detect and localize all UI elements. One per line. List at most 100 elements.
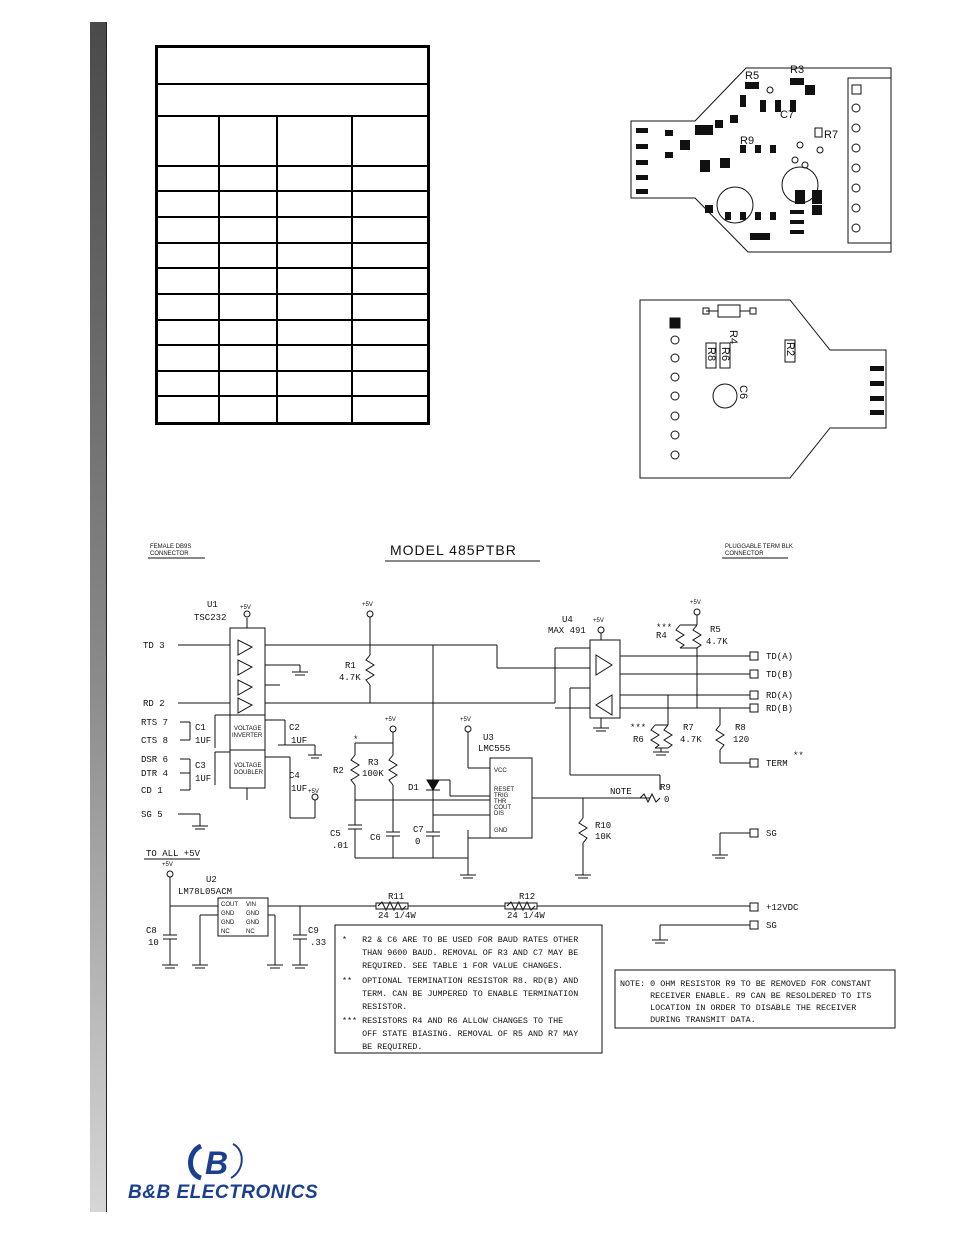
u1-wiring: +5V R1 4.7K xyxy=(265,602,590,780)
r5-value: 4.7K xyxy=(706,637,728,647)
u2-pin: GND xyxy=(246,911,260,917)
pcb-bottom-label: R8 xyxy=(705,347,717,361)
table-column-divider xyxy=(218,115,220,422)
c1-label: C1 xyxy=(195,723,206,733)
db9-signal: SG 5 xyxy=(141,810,163,820)
term-signal: RD(B) xyxy=(766,704,793,714)
r11-value: 24 1/4W xyxy=(378,911,416,921)
c2-label: C2 xyxy=(289,723,300,733)
r3-label: R3 xyxy=(368,758,379,768)
supply-label: +5V xyxy=(460,717,471,723)
table-subtitle-row xyxy=(158,83,427,117)
table-column-divider xyxy=(351,115,353,422)
star-mark: * xyxy=(353,735,358,745)
term-signal: TD(B) xyxy=(766,670,793,680)
r8-value: 120 xyxy=(733,735,749,745)
schematic-title: MODEL 485PTBR xyxy=(390,542,517,558)
c2-value: 1UF xyxy=(291,736,307,746)
pcb-bottom-label: R2 xyxy=(784,342,796,356)
left-connector-title: FEMALE DB9S xyxy=(150,544,191,550)
u1-doubler-label: VOLTAGE xyxy=(234,763,261,769)
pcb-bottom-label: R6 xyxy=(719,347,731,361)
r9-r10-section: NOTE R9 0 R10 10K xyxy=(575,783,671,879)
supply-label: +5V xyxy=(240,605,251,611)
r12-label: R12 xyxy=(519,892,535,902)
supply-label: +5V xyxy=(308,789,319,795)
note-line: NOTE: 0 OHM RESISTOR R9 TO BE REMOVED FO… xyxy=(620,979,871,989)
u3-pin: THR xyxy=(494,799,507,805)
note-label: NOTE xyxy=(610,787,632,797)
pcb-top-label: R5 xyxy=(745,70,759,82)
terminal-block: TD(A) TD(B) RD(A) RD(B) TERM ** SG +12VD… xyxy=(652,651,804,944)
c4-label: C4 xyxy=(289,771,300,781)
u3-ref: U3 xyxy=(483,733,494,743)
db9-signal: RD 2 xyxy=(143,699,165,709)
note-line: OFF STATE BIASING. REMOVAL OF R5 AND R7 … xyxy=(342,1029,578,1039)
r7-label: R7 xyxy=(683,723,694,733)
c4-value: 1UF xyxy=(291,784,307,794)
pcb-top-label: R9 xyxy=(740,135,754,147)
schematic-header: FEMALE DB9S CONNECTOR MODEL 485PTBR PLUG… xyxy=(148,542,793,562)
u2-pin: VIN xyxy=(246,902,256,908)
term-signal: TERM xyxy=(766,759,788,769)
to-all-label: TO ALL +5V xyxy=(146,849,201,859)
term-signal: +12VDC xyxy=(766,903,799,913)
power-supply-section: TO ALL +5V +5V U2 LM78L05ACM COUT GND GN… xyxy=(144,849,750,969)
page-side-bar xyxy=(90,22,107,1212)
table-title-row xyxy=(158,48,427,85)
right-connector-title: CONNECTOR xyxy=(725,551,764,557)
r9-label: R9 xyxy=(660,783,671,793)
table-row xyxy=(158,344,427,372)
table-row xyxy=(158,319,427,346)
table-row xyxy=(158,190,427,218)
r9-value: 0 xyxy=(664,795,669,805)
company-logo: B B&B ELECTRONICS xyxy=(128,1140,378,1210)
pcb-bottom-layout: R4 R6 R8 R2 C6 xyxy=(639,299,887,479)
db9-signal: DTR 4 xyxy=(141,769,168,779)
note-line: RECEIVER ENABLE. R9 CAN BE RESOLDERED TO… xyxy=(620,991,871,1001)
u2-ref: U2 xyxy=(206,875,217,885)
term-signal: SG xyxy=(766,921,777,931)
r2-label: R2 xyxy=(333,766,344,776)
u4-part: MAX 491 xyxy=(548,626,586,636)
star-mark: *** xyxy=(656,623,672,633)
db9-signal: CTS 8 xyxy=(141,736,168,746)
u2-pin: NC xyxy=(221,929,230,935)
u3-pin: VCC xyxy=(494,768,507,774)
r10-value: 10K xyxy=(595,832,612,842)
u2-pin: GND xyxy=(221,920,235,926)
u3-pin: RESET xyxy=(494,787,514,793)
u1-inverter-label: VOLTAGE xyxy=(234,726,261,732)
pcb-top-label: C7 xyxy=(780,109,794,121)
notes-box: * R2 & C6 ARE TO BE USED FOR BAUD RATES … xyxy=(334,924,603,1054)
db9-signal: DSR 6 xyxy=(141,755,168,765)
c8-value: 10 xyxy=(148,938,159,948)
db9-signals: TD 3 RD 2 RTS 7 CTS 8 DSR 6 DTR 4 CD 1 S… xyxy=(141,641,230,830)
u3-pin: DIS xyxy=(494,811,504,817)
r4-label: R4 xyxy=(656,631,667,641)
db9-signal: TD 3 xyxy=(143,641,165,651)
r10-label: R10 xyxy=(595,821,611,831)
u2-pin: COUT xyxy=(221,902,238,908)
table-column-divider xyxy=(276,115,278,422)
value-table xyxy=(155,45,430,425)
term-signal: SG xyxy=(766,829,777,839)
c7-value: 0 xyxy=(415,837,420,847)
note-line: * R2 & C6 ARE TO BE USED FOR BAUD RATES … xyxy=(342,935,578,945)
pcb-top-label: R3 xyxy=(790,64,804,76)
c1-value: 1UF xyxy=(195,736,211,746)
u3-part: LMC555 xyxy=(478,744,510,754)
note-line: TERM. CAN BE JUMPERED TO ENABLE TERMINAT… xyxy=(342,989,578,999)
term-signal: TD(A) xyxy=(766,652,793,662)
c6-label: C6 xyxy=(370,833,381,843)
note-line: LOCATION IN ORDER TO DISABLE THE RECEIVE… xyxy=(620,1003,856,1013)
left-connector-title: CONNECTOR xyxy=(150,551,189,557)
pcb-bottom-label: C6 xyxy=(737,385,749,399)
u3-pin: TRIG xyxy=(494,793,509,799)
u3-pin: COUT xyxy=(494,805,511,811)
supply-label: +5V xyxy=(593,618,604,624)
note-line: DURING TRANSMIT DATA. xyxy=(620,1015,756,1025)
u2-pin: GND xyxy=(246,920,260,926)
u2-pin: NC xyxy=(246,929,255,935)
star-mark: *** xyxy=(630,723,646,733)
